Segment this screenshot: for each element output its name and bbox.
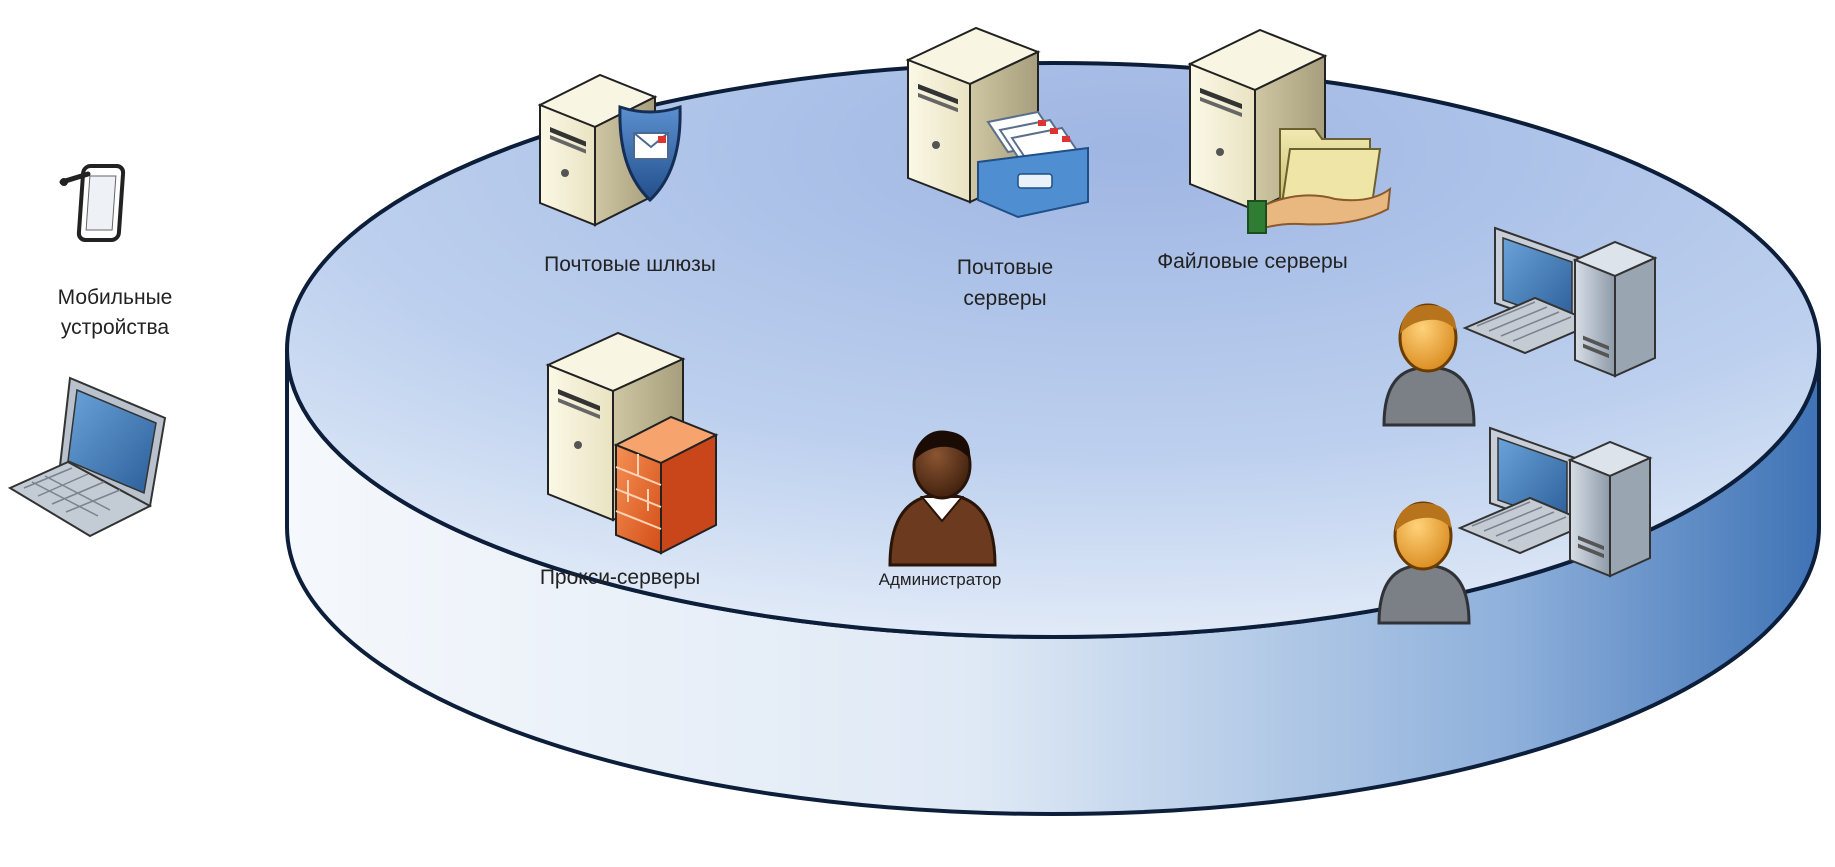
label-mobile-devices-line1: Мобильные bbox=[57, 286, 173, 309]
server-firewall-icon bbox=[545, 331, 719, 555]
label-proxy-servers: Прокси-серверы bbox=[539, 566, 701, 589]
label-file-servers: Файловые серверы bbox=[1157, 250, 1348, 273]
user-avatar-icon bbox=[1377, 501, 1471, 625]
tablet-icon bbox=[59, 164, 126, 242]
laptop-icon bbox=[7, 376, 167, 538]
user-avatar-icon bbox=[1382, 303, 1476, 427]
server-shield-mail-icon bbox=[537, 73, 682, 227]
server-mailbox-icon bbox=[905, 26, 1089, 219]
server-folder-hand-icon bbox=[1187, 28, 1392, 234]
label-mail-servers-line1: Почтовые bbox=[956, 256, 1054, 279]
label-mail-gateways: Почтовые шлюзы bbox=[544, 253, 716, 276]
workstation-icon bbox=[1457, 426, 1653, 578]
label-administrator: Администратор bbox=[878, 570, 1002, 589]
label-mobile-devices-line2: устройства bbox=[60, 316, 170, 339]
administrator-avatar-icon bbox=[888, 430, 997, 567]
label-mail-servers-line2: серверы bbox=[963, 287, 1047, 310]
workstation-icon bbox=[1462, 226, 1658, 378]
